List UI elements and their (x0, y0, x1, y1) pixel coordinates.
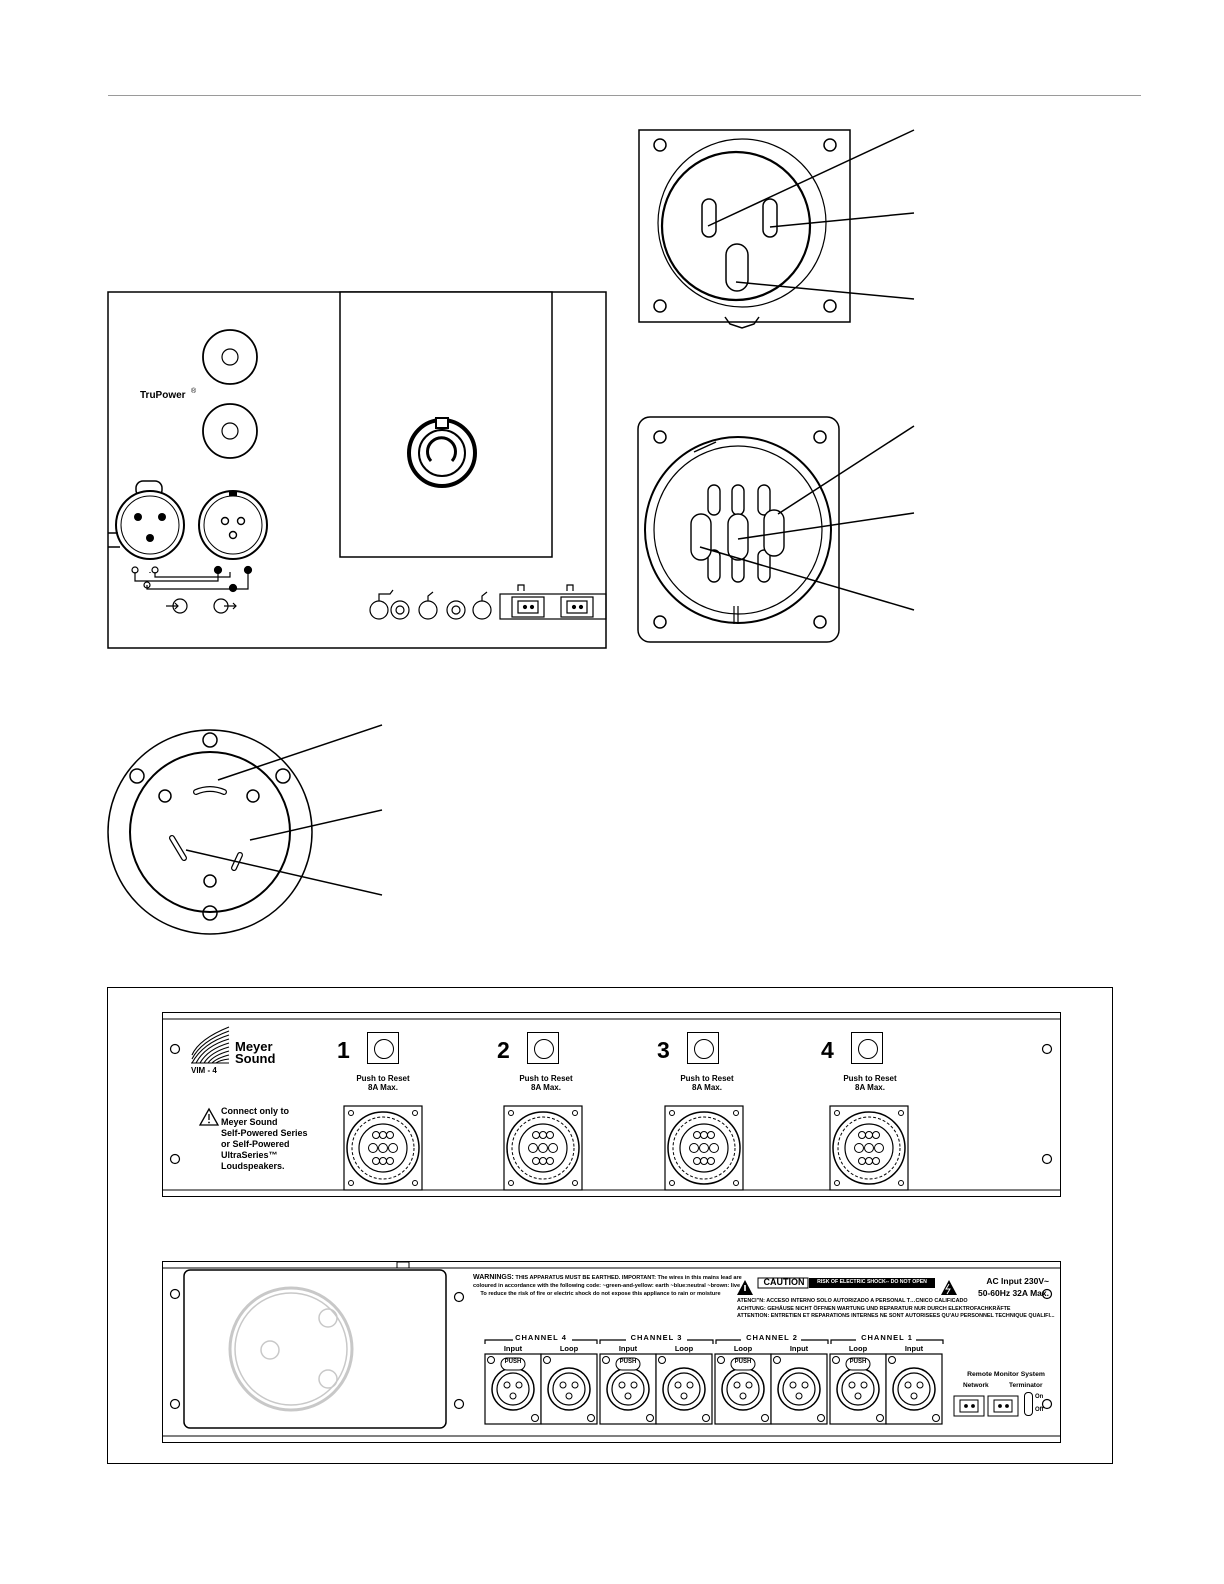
speaker-rear-panel: TruPower ® (107, 291, 607, 649)
ch2-input-label: Input (789, 1344, 809, 1353)
status-led-row-icon (369, 589, 492, 620)
rack-screw-icon (1041, 1153, 1053, 1165)
trupower-label: TruPower (140, 390, 186, 401)
channel-2-label: CHANNEL 2 (746, 1333, 798, 1342)
meyer-sound-logo-icon (191, 1026, 230, 1064)
rating-label: 8A Max. (692, 1083, 722, 1092)
output-number: 4 (821, 1037, 834, 1063)
brand-logo-line2: Sound (235, 1051, 276, 1066)
plug-face-multipin (637, 416, 915, 643)
trupower-knob-upper-icon (202, 329, 258, 385)
push-release-label: PUSH (734, 1359, 752, 1365)
rating-label: 8A Max. (855, 1083, 885, 1092)
rating-label: 8A Max. (531, 1083, 561, 1092)
output-2: 2 Push to Reset 8A Max. (496, 1013, 596, 1196)
multilingual-warnings: ATENCI"N: ACCESO INTERNO SOLO AUTORIZADO… (737, 1298, 1055, 1319)
rms-terminator-label: Terminator (1009, 1382, 1043, 1389)
output-number: 1 (337, 1037, 350, 1063)
caution-warning-icon (737, 1280, 753, 1295)
ch4-loop-label: Loop (559, 1344, 579, 1353)
plug-face-twistlock (107, 724, 383, 935)
powercon-inlet-icon (407, 417, 477, 488)
ch4-input-label: Input (503, 1344, 523, 1353)
push-release-label: PUSH (619, 1359, 637, 1365)
channel-3-label: CHANNEL 3 (630, 1333, 683, 1342)
ac-input-rating: AC Input 230V~ 50-60Hz 32A Max. (977, 1276, 1049, 1298)
plug-face-nema (638, 129, 915, 329)
header-rule (108, 95, 1141, 96)
push-release-label: PUSH (849, 1359, 867, 1365)
reset-label: Push to Reset (843, 1074, 897, 1083)
rms-terminal-block-icon (499, 584, 607, 620)
channel-4-label: CHANNEL 4 (515, 1333, 567, 1342)
caution-label: CAUTION (763, 1277, 805, 1287)
ch3-loop-label: Loop (674, 1344, 694, 1353)
model-label: VIM - 4 (191, 1066, 217, 1075)
ch1-loop-label: Loop (848, 1344, 868, 1353)
output-3: 3 Push to Reset 8A Max. (657, 1013, 757, 1196)
reset-breaker-button[interactable] (687, 1032, 719, 1064)
output-number: 2 (497, 1037, 510, 1063)
rating-label: 8A Max. (368, 1083, 398, 1092)
vim4-front-panel: Meyer Sound VIM - 4 Connect only to Meye… (162, 1012, 1061, 1197)
reset-label: Push to Reset (356, 1074, 410, 1083)
brand-logo-line1: Meyer (235, 1039, 273, 1054)
terminator-switch[interactable] (1024, 1392, 1033, 1416)
reset-breaker-button[interactable] (527, 1032, 559, 1064)
rms-network-terminal-icon (953, 1395, 1019, 1417)
ch2-loop-label: Loop (733, 1344, 753, 1353)
xlr-loop-connector-icon (198, 490, 268, 560)
ch1-input-label: Input (904, 1344, 924, 1353)
xlr-input-connector-icon (108, 480, 185, 560)
reset-breaker-button[interactable] (851, 1032, 883, 1064)
caution-text: RISK OF ELECTRIC SHOCK-- DO NOT OPEN (817, 1279, 927, 1285)
output-1: 1 Push to Reset 8A Max. (333, 1013, 433, 1196)
rack-screw-icon (1041, 1043, 1053, 1055)
trupower-reg-mark: ® (191, 387, 197, 395)
reset-label: Push to Reset (680, 1074, 734, 1083)
warnings-title: WARNINGS: (473, 1274, 514, 1281)
output-4: 4 Push to Reset 8A Max. (820, 1013, 920, 1196)
rms-title: Remote Monitor System (967, 1371, 1045, 1378)
output-number: 3 (657, 1037, 670, 1063)
trupower-knob-lower-icon (202, 403, 258, 459)
signal-out-icon (213, 598, 237, 614)
shock-hazard-icon (941, 1280, 957, 1295)
channel-1-label: CHANNEL 1 (861, 1333, 913, 1342)
loop-wiring-diagram (131, 565, 253, 593)
vim4-figure-frame (107, 987, 1113, 1464)
warnings-block: WARNINGS: THIS APPARATUS MUST BE EARTHED… (473, 1274, 742, 1297)
ch3-input-label: Input (618, 1344, 638, 1353)
reset-breaker-button[interactable] (367, 1032, 399, 1064)
push-release-label: PUSH (504, 1359, 522, 1365)
channel-xlr-connectors (484, 1353, 943, 1425)
rack-screw-icon (169, 1153, 181, 1165)
switch-off-label: Off (1035, 1407, 1044, 1413)
vim4-rear-panel: WARNINGS: THIS APPARATUS MUST BE EARTHED… (162, 1261, 1061, 1443)
rms-network-label: Network (963, 1382, 989, 1389)
mains-inlet-icon (183, 1269, 447, 1429)
reset-label: Push to Reset (519, 1074, 573, 1083)
warning-triangle-icon (198, 1107, 220, 1126)
signal-in-icon (166, 598, 188, 614)
rack-screw-icon (169, 1043, 181, 1055)
switch-on-label: On (1035, 1394, 1044, 1400)
connect-warning-text: Connect only to Meyer Sound Self-Powered… (221, 1106, 308, 1171)
